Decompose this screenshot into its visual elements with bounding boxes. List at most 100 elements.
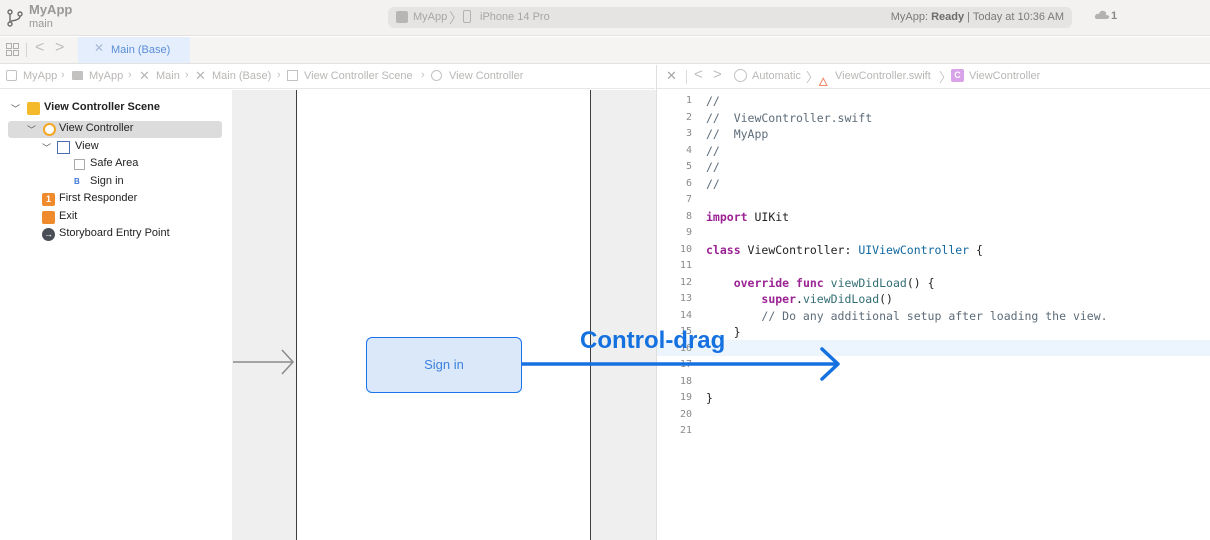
first-responder-icon: 1 [42,193,55,206]
line-number: 12 [679,276,692,288]
cloud-badge-count: 1 [1111,10,1118,22]
line-number: 7 [685,194,692,205]
outline-item-label: View Controller Scene [44,101,160,113]
class-icon: C [951,69,964,82]
line-number: 20 [679,408,692,420]
jump-item-folder[interactable]: MyApp [89,70,124,82]
view-controller-scene[interactable] [296,90,591,540]
line-number: 15 [679,326,692,337]
back-arrow-icon[interactable]: < [35,39,45,56]
status-state: Ready [931,11,965,23]
editor-tab-bar: < > ✕ Main (Base) [0,37,1210,64]
code-line[interactable]: // MyApp [706,127,769,141]
jump-item-view-controller[interactable]: View Controller [449,70,524,82]
automatic-icon [734,69,747,82]
swift-icon: 🜂 [818,75,829,89]
jump-item-project[interactable]: MyApp [23,70,58,82]
outline-item-label: First Responder [59,192,138,204]
tab-main-base[interactable] [78,37,190,63]
outline-item-label: View Controller [59,122,134,134]
outline-item-label: View [75,140,99,152]
iphone-icon [463,10,471,23]
window-toolbar: MyApp main MyApp 〉 iPhone 14 Pro MyApp: … [0,0,1210,36]
separator [26,43,27,57]
assistant-jump-bar: ✕ < > Automatic 〉 🜂 ViewController.swift… [657,65,1210,89]
code-line[interactable]: // [706,94,720,108]
line-number: 3 [685,128,692,139]
code-line[interactable]: // Do any additional setup after loading… [761,308,1108,323]
line-number: 9 [685,227,692,238]
build-status: MyApp: Ready | Today at 10:36 AM [891,11,1064,23]
storyboard-jump-bar: MyApp › MyApp › ✕ Main › ✕ Main (Base) ›… [0,65,655,89]
status-prefix: MyApp: [890,11,932,23]
line-number: 16 [679,342,692,354]
jump-item-class[interactable]: ViewController [969,70,1041,82]
folder-icon [72,71,83,80]
scheme-selector[interactable]: MyApp [413,11,448,23]
tab-label[interactable]: Main (Base) [111,44,171,56]
code-line[interactable]: } [706,325,741,339]
code-line[interactable]: super.viewDidLoad() [761,292,893,306]
storyboard-icon: ✕ [139,68,150,83]
line-number: 8 [685,210,692,222]
code-line[interactable]: // [706,143,720,158]
line-number: 10 [679,243,692,255]
chevron-right-icon: › [128,69,132,81]
outline-item-label: Storyboard Entry Point [59,227,170,239]
chevron-right-icon: › [277,69,281,81]
separator [686,70,687,84]
jump-item-storyboard[interactable]: Main [156,70,180,82]
chevron-right-icon: › [185,69,189,81]
code-line[interactable]: // ViewController.swift [706,110,873,125]
storyboard-canvas[interactable] [232,90,656,540]
chevron-down-icon[interactable]: ﹀ [27,125,37,135]
line-number: 18 [679,375,692,387]
line-number: 1 [685,95,692,106]
cloud-icon[interactable] [1094,10,1110,20]
chevron-right-icon: › [421,69,425,81]
safe-area-icon [74,159,85,170]
branch-name[interactable]: main [29,18,53,30]
entry-point-icon: → [42,228,55,241]
chevron-right-icon: 〉 [939,70,953,85]
code-line[interactable]: import UIKit [706,209,790,224]
line-number: 21 [679,425,692,436]
code-line[interactable]: class ViewController: UIViewController { [706,242,983,257]
editor-divider[interactable] [656,65,657,540]
control-drag-label: Control-drag [580,327,726,354]
code-line[interactable]: // [706,160,720,174]
selection-highlight [8,121,222,138]
outline-item-label: Sign in [90,175,124,187]
current-line-highlight [657,340,1210,356]
jump-item-storyboard-base[interactable]: Main (Base) [212,70,272,82]
document-outline: ﹀ View Controller Scene ﹀ View Controlle… [0,90,232,540]
run-destination[interactable]: iPhone 14 Pro [480,11,550,23]
chevron-right-icon: 〉 [806,70,820,85]
code-line[interactable]: } [706,391,713,405]
line-number: 14 [679,309,692,321]
branch-icon [7,9,23,27]
close-icon[interactable]: ✕ [666,68,677,83]
chevron-down-icon[interactable]: ﹀ [42,143,52,153]
line-number: 4 [685,144,692,156]
code-line[interactable]: override func viewDidLoad() { [733,275,935,290]
jump-item-automatic[interactable]: Automatic [752,70,801,82]
forward-arrow-icon[interactable]: > [55,39,65,56]
sign-in-button[interactable]: Sign in [366,337,522,393]
jump-item-scene[interactable]: View Controller Scene [304,70,413,82]
line-number: 2 [685,111,692,123]
back-arrow-icon[interactable]: < [694,66,703,83]
line-number: 17 [679,359,692,370]
line-number: 13 [679,293,692,304]
project-name[interactable]: MyApp [29,2,73,17]
view-controller-icon [43,123,56,136]
line-number: 6 [685,177,692,189]
storyboard-icon: ✕ [195,68,206,83]
related-items-grid-icon[interactable] [6,43,19,56]
forward-arrow-icon[interactable]: > [713,66,722,83]
scheme-icon [396,11,408,23]
jump-item-file[interactable]: ViewController.swift [835,70,931,82]
code-line[interactable]: // [706,176,720,191]
chevron-down-icon[interactable]: ﹀ [11,104,21,114]
